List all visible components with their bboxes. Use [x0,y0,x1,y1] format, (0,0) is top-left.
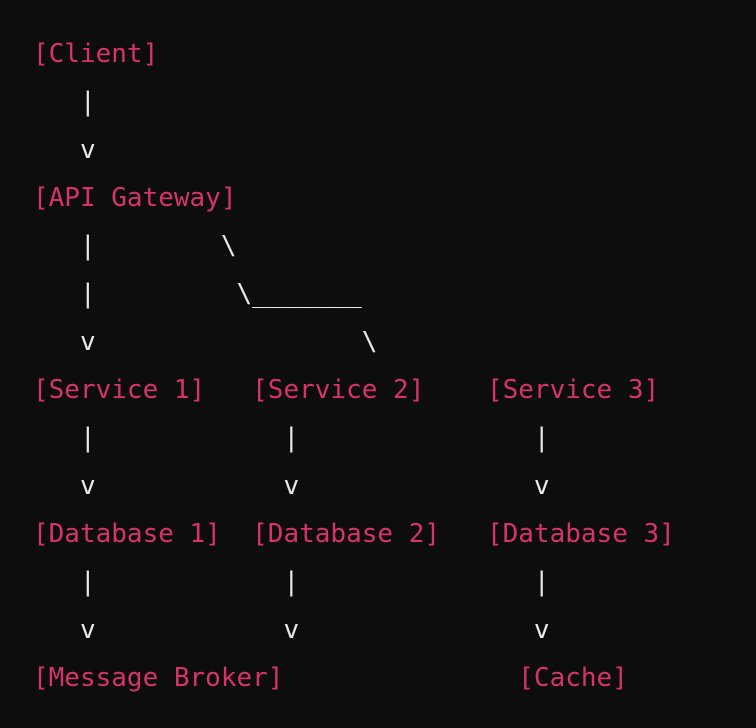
connector-glyphs: v \ [33,327,378,357]
connector-glyphs: | \_______ [33,279,362,309]
row-databases: [Database 1] [Database 2] [Database 3] [33,510,675,558]
ascii-art-block: [Client] | v [API Gateway] | \ | \_______… [33,30,675,702]
connector-glyphs: | \ [33,231,237,261]
row-api-gateway: [API Gateway] [33,174,675,222]
spacer [283,663,518,693]
node-label[interactable]: [Service 2] [252,375,425,405]
row-services-pipes: | | | [33,414,675,462]
row-gateway-branch-3: v \ [33,318,675,366]
row-services: [Service 1] [Service 2] [Service 3] [33,366,675,414]
row-client-arrow: v [33,126,675,174]
connector-glyphs: | | | [33,423,550,453]
row-client: [Client] [33,30,675,78]
row-gateway-branch-2: | \_______ [33,270,675,318]
row-databases-arrows: v v v [33,606,675,654]
connector-glyphs: v v v [33,471,550,501]
row-broker-cache: [Message Broker] [Cache] [33,654,675,702]
node-label[interactable]: [Cache] [518,663,628,693]
node-label[interactable]: [Message Broker] [33,663,284,693]
spacer [205,375,252,405]
spacer [221,519,252,549]
connector-glyphs: | | | [33,567,550,597]
row-gateway-branch-1: | \ [33,222,675,270]
node-label[interactable]: [Database 3] [486,519,675,549]
spacer [440,519,487,549]
node-label[interactable]: [Service 1] [33,375,206,405]
node-label[interactable]: [Database 1] [33,519,221,549]
row-services-arrows: v v v [33,462,675,510]
node-label[interactable]: [Service 3] [486,375,660,405]
node-label[interactable]: [Client] [33,39,159,69]
connector-glyphs: v v v [33,615,550,645]
connector-glyphs: v [33,135,96,165]
connector-glyphs: | [33,87,96,117]
row-databases-pipes: | | | [33,558,675,606]
node-label[interactable]: [API Gateway] [33,183,237,213]
row-client-pipe: | [33,78,675,126]
node-label[interactable]: [Database 2] [252,519,440,549]
spacer [424,375,487,405]
